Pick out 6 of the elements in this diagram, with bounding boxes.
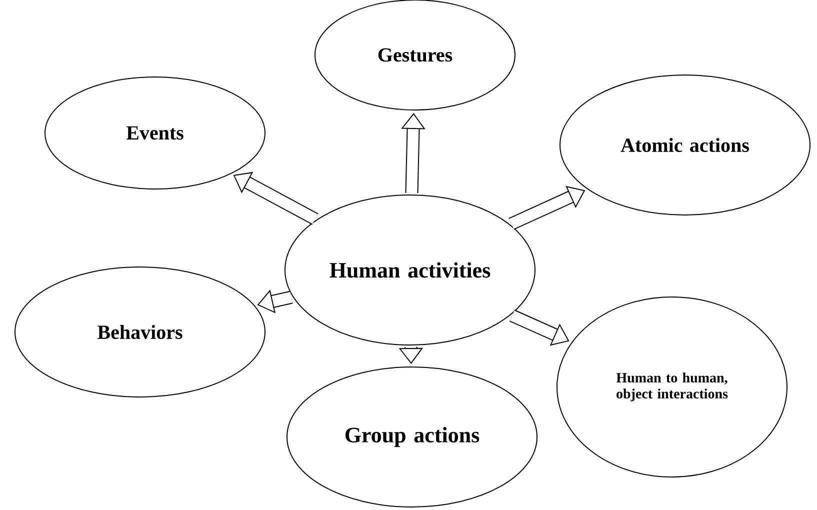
- ellipse-node: Events: [44, 76, 266, 190]
- ellipse-node: Human activities: [284, 194, 536, 346]
- ellipse-node: Group actions: [286, 366, 538, 508]
- ellipse-node: Human to human, object interactions: [556, 296, 788, 478]
- ellipse-node: Atomic actions: [560, 74, 810, 216]
- ellipse-node: Behaviors: [14, 266, 266, 398]
